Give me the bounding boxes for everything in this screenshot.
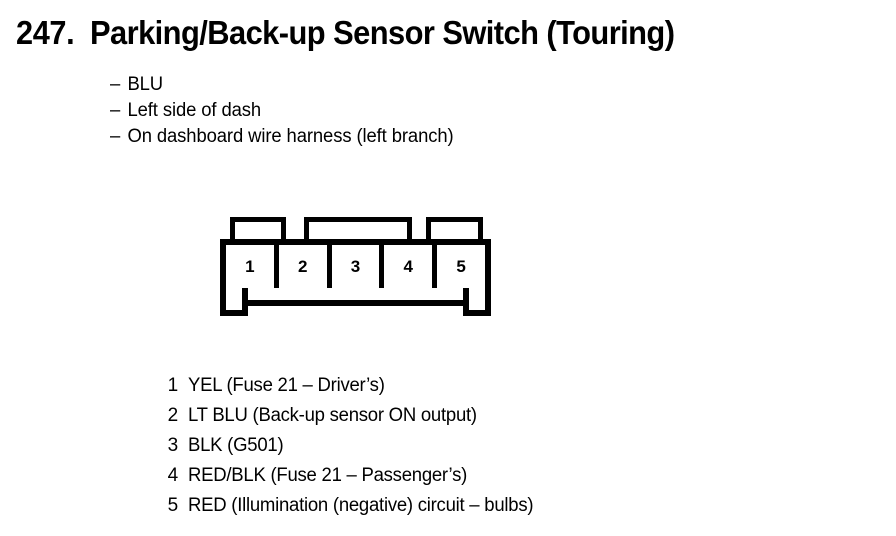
connector-tab-left — [230, 217, 286, 241]
connector-pin-cell: 2 — [278, 245, 332, 288]
note-item: –Left side of dash — [110, 98, 789, 124]
connector-tab-middle — [304, 217, 412, 241]
note-item-label: Left side of dash — [127, 100, 262, 121]
note-item: –BLU — [110, 72, 789, 98]
note-item: –On dashboard wire harness (left branch) — [110, 124, 789, 150]
connector-pin-cell: 3 — [331, 245, 385, 288]
connector-skirt — [220, 288, 491, 316]
title-number: 247. — [16, 14, 75, 51]
pin-legend-desc: RED/BLK (Fuse 21 – Passenger’s) — [188, 465, 468, 486]
dash-marker-icon: – — [110, 74, 121, 95]
connector-pin-cell: 4 — [384, 245, 438, 288]
pin-legend-number: 5 — [167, 495, 179, 516]
connector-skirt-leg-right — [463, 288, 491, 316]
note-list: –BLU –Left side of dash –On dashboard wi… — [110, 72, 810, 150]
pin-legend-list: 1 YEL (Fuse 21 – Driver’s) 2 LT BLU (Bac… — [160, 375, 780, 525]
note-item-label: BLU — [127, 74, 164, 95]
pin-legend-row: 5 RED (Illumination (negative) circuit –… — [160, 495, 780, 525]
pin-legend-desc: YEL (Fuse 21 – Driver’s) — [188, 375, 385, 396]
pin-legend-number: 3 — [167, 435, 179, 456]
note-item-label: On dashboard wire harness (left branch) — [127, 126, 454, 147]
connector-tab-row — [220, 217, 491, 241]
page-title: 247. Parking/Back-up Sensor Switch (Tour… — [16, 14, 888, 54]
connector-diagram: 1 2 3 4 5 — [220, 217, 491, 316]
pin-legend-row: 2 LT BLU (Back-up sensor ON output) — [160, 405, 780, 435]
pin-legend-row: 1 YEL (Fuse 21 – Driver’s) — [160, 375, 780, 405]
connector-pin-cell: 5 — [437, 245, 485, 288]
connector-skirt-bar — [242, 288, 469, 306]
title-text: Parking/Back-up Sensor Switch (Touring) — [89, 14, 675, 51]
connector-tab-right — [426, 217, 483, 241]
pin-legend-desc: BLK (G501) — [188, 435, 284, 456]
dash-marker-icon: – — [110, 100, 121, 121]
connector-pin-row: 1 2 3 4 5 — [220, 239, 491, 294]
pin-legend-row: 3 BLK (G501) — [160, 435, 780, 465]
connector-pin-cell: 1 — [226, 245, 279, 288]
dash-marker-icon: – — [110, 126, 121, 147]
pin-legend-number: 1 — [167, 375, 179, 396]
pin-legend-desc: LT BLU (Back-up sensor ON output) — [188, 405, 477, 426]
pin-legend-number: 2 — [167, 405, 179, 426]
pin-legend-row: 4 RED/BLK (Fuse 21 – Passenger’s) — [160, 465, 780, 495]
pin-legend-number: 4 — [167, 465, 179, 486]
pin-legend-desc: RED (Illumination (negative) circuit – b… — [188, 495, 534, 516]
